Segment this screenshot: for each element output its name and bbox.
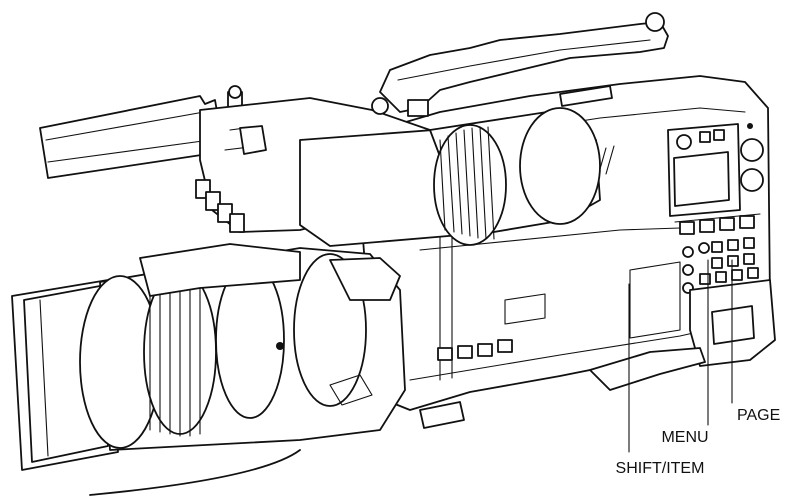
menu-label: MENU: [661, 429, 708, 446]
callout-leaders: [628, 259, 733, 453]
viewfinder: [39, 85, 601, 247]
menu-switch-cluster: [682, 237, 759, 294]
front-switches: [437, 339, 513, 361]
zoom-lens: [11, 243, 406, 496]
bottom-foot: [419, 401, 465, 429]
shift-item-label: SHIFT/ITEM: [616, 460, 705, 477]
shoulder-pad: [589, 347, 706, 391]
microphone: [39, 95, 223, 179]
page-label: PAGE: [737, 407, 780, 424]
carry-handle: [379, 12, 669, 113]
lens-grip: [139, 243, 301, 297]
